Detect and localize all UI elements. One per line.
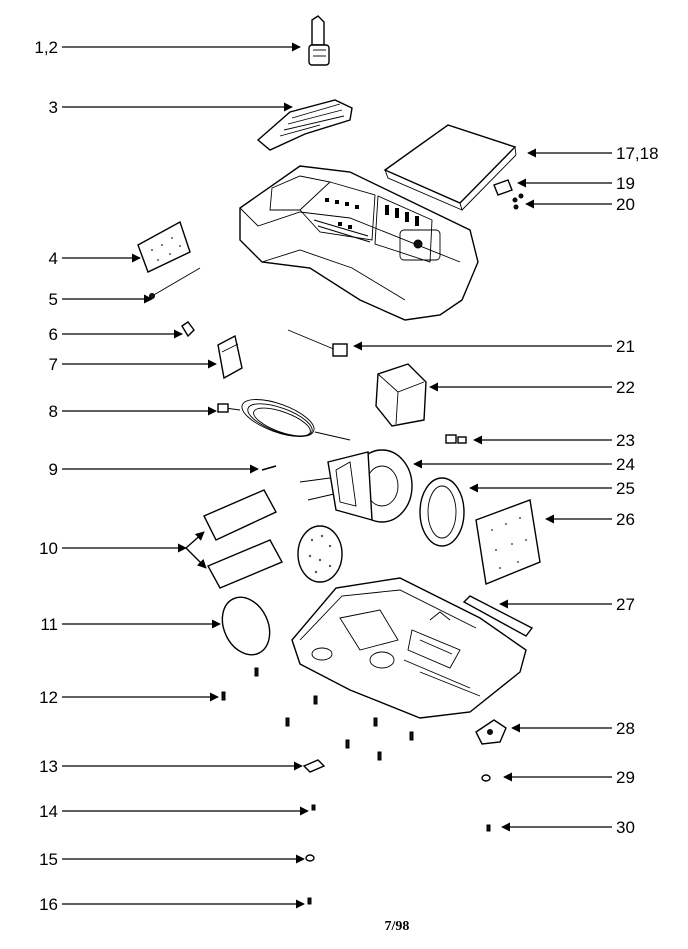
callout-label-left: 13	[39, 757, 58, 776]
callout-label-left: 1,2	[34, 38, 58, 57]
part-4-filter-pad-illustration	[137, 220, 191, 273]
part-11-round-filter-illustration	[221, 596, 271, 656]
part-16-screw-illustration	[307, 897, 312, 905]
callout-label-left: 12	[39, 688, 58, 707]
part-28-wheel-bracket-illustration	[475, 719, 507, 745]
callout-label-right: 25	[616, 479, 635, 498]
callout-label-left: 11	[40, 615, 58, 634]
part-25-ring-illustration	[419, 477, 465, 547]
callout-label-left: 14	[39, 802, 58, 821]
upper-housing-illustration	[239, 165, 479, 321]
part-7-bracket-illustration	[217, 334, 243, 380]
callout-label-right: 23	[616, 431, 635, 450]
part-9-screw-illustration	[261, 465, 277, 471]
part-14-screw-illustration	[311, 804, 316, 811]
part-22-motor-cover-illustration	[375, 363, 427, 427]
callout-label-left: 15	[39, 850, 58, 869]
callout-label-right: 21	[616, 337, 635, 356]
part-23-connector-illustration	[445, 434, 467, 444]
part-24-motor-illustration	[299, 449, 413, 523]
callout-label-right: 22	[616, 378, 635, 397]
part-30-screw-illustration	[486, 824, 491, 832]
callout-label-right: 17,18	[616, 144, 659, 163]
part-6-clip-illustration	[181, 321, 195, 338]
part-12-screws-illustration	[221, 667, 414, 761]
callout-label-left: 16	[39, 895, 58, 914]
callout-label-right: 30	[616, 818, 635, 837]
part-1-2-handle-illustration	[308, 15, 330, 66]
part-26-filter-panel-illustration	[475, 499, 541, 585]
perforated-disc-illustration	[297, 525, 343, 583]
callout-label-left: 3	[49, 98, 58, 117]
callout-leader-left	[185, 531, 205, 549]
callout-label-right: 26	[616, 510, 635, 529]
part-21-cable-illustration	[287, 329, 348, 357]
callouts-left: 1,2 3 4 5 6 7 8 9 10 11 12 13 14 15 16	[34, 38, 309, 914]
part-17-18-lid-illustration	[383, 124, 517, 211]
callout-leader-left	[185, 547, 207, 569]
date-code: 7/98	[385, 919, 410, 934]
part-27-strip-illustration	[462, 595, 534, 637]
lower-base-illustration	[291, 577, 527, 719]
part-3-grille-cover-illustration	[256, 99, 353, 151]
callout-label-right: 28	[616, 719, 635, 738]
callout-label-right: 19	[616, 174, 635, 193]
callout-label-left: 8	[49, 402, 58, 421]
callout-label-right: 29	[616, 768, 635, 787]
part-15-nut-illustration	[305, 854, 315, 862]
part-5-rod-illustration	[149, 267, 201, 299]
callout-label-left: 5	[49, 290, 58, 309]
callout-label-right: 24	[616, 455, 635, 474]
callout-label-left: 4	[49, 249, 58, 268]
callout-label-left: 9	[49, 460, 58, 479]
part-10-filter-sheets-illustration	[203, 489, 283, 589]
callout-label-left: 7	[49, 355, 58, 374]
part-29-washer-illustration	[481, 774, 491, 782]
part-20-pins-illustration	[512, 193, 524, 210]
callout-label-left: 10	[39, 539, 58, 558]
callout-label-right: 20	[616, 195, 635, 214]
callout-label-left: 6	[49, 325, 58, 344]
part-13-clip-illustration	[302, 759, 326, 773]
part-19-latch-illustration	[493, 179, 513, 196]
callout-label-right: 27	[616, 595, 635, 614]
part-8-power-cord-illustration	[217, 399, 351, 441]
callouts-right: 17,18 19 20 21 22 23 24 25 26 27 28 29 30	[353, 144, 659, 837]
